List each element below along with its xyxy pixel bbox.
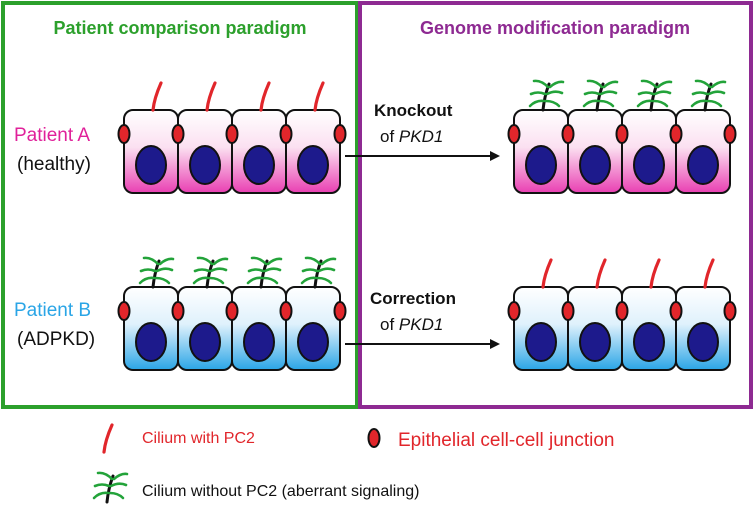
knockout-of-pkd1: of PKD1 <box>380 127 443 146</box>
nucleus-icon <box>525 145 557 185</box>
legend-cilium-without-pc2-label: Cilium without PC2 (aberrant signaling) <box>142 483 419 500</box>
junction-icon <box>723 124 737 144</box>
patient-comparison-title: Patient comparison paradigm <box>53 18 306 38</box>
nucleus-icon <box>243 145 275 185</box>
cilium-with-pc2-icon <box>313 81 325 112</box>
cilium-with-pc2-icon <box>595 258 607 289</box>
junction-icon <box>561 124 575 144</box>
cilium-without-pc2-icon <box>92 471 129 504</box>
junction-icon <box>279 124 293 144</box>
junction-icon <box>669 301 683 321</box>
nucleus-icon <box>189 145 221 185</box>
junction-icon <box>723 301 737 321</box>
correction-of-pkd1: of PKD1 <box>380 315 443 334</box>
cilium-with-pc2-icon <box>205 81 217 112</box>
nucleus-icon <box>687 145 719 185</box>
junction-icon <box>615 301 629 321</box>
cilium-without-pc2-icon <box>246 256 283 289</box>
nucleus-icon <box>687 322 719 362</box>
cilium-without-pc2-icon <box>300 256 337 289</box>
cilium-with-pc2-icon <box>703 258 715 289</box>
knockout-epithelium-row <box>507 79 737 194</box>
junction-icon <box>333 301 347 321</box>
junction-icon <box>171 124 185 144</box>
junction-icon <box>225 124 239 144</box>
nucleus-icon <box>297 322 329 362</box>
nucleus-icon <box>135 322 167 362</box>
cilium-with-pc2-icon <box>102 423 114 454</box>
junction-icon <box>225 301 239 321</box>
correction-label: Correction <box>370 289 456 308</box>
cilium-with-pc2-icon <box>259 81 271 112</box>
genome-modification-panel <box>358 1 753 409</box>
cilium-with-pc2-icon <box>151 81 163 112</box>
cilium-without-pc2-icon <box>528 79 565 112</box>
patient-a-label: Patient A <box>14 125 90 146</box>
patient-comparison-panel <box>1 1 359 409</box>
junction-icon <box>117 301 131 321</box>
legend-junction-label: Epithelial cell-cell junction <box>398 430 615 451</box>
cilium-without-pc2-icon <box>192 256 229 289</box>
junction-icon <box>367 428 381 448</box>
junction-icon <box>507 301 521 321</box>
cilium-without-pc2-icon <box>582 79 619 112</box>
corrected-epithelium-row <box>507 258 737 371</box>
nucleus-icon <box>525 322 557 362</box>
cilium-with-pc2-icon <box>102 423 114 454</box>
adpkd-epithelium-row <box>117 256 347 371</box>
patient-b-status: (ADPKD) <box>17 329 95 350</box>
cilium-with-pc2-icon <box>541 258 553 289</box>
nucleus-icon <box>579 145 611 185</box>
cilium-without-pc2-icon <box>138 256 175 289</box>
junction-icon <box>279 301 293 321</box>
junction-icon <box>669 124 683 144</box>
nucleus-icon <box>135 145 167 185</box>
genome-modification-title: Genome modification paradigm <box>420 18 690 38</box>
junction-icon <box>171 301 185 321</box>
cilium-without-pc2-icon <box>92 471 129 504</box>
junction-icon <box>615 124 629 144</box>
junction-icon <box>561 301 575 321</box>
cilium-without-pc2-icon <box>636 79 673 112</box>
patient-a-status: (healthy) <box>17 154 91 175</box>
legend-cilium-with-pc2-label: Cilium with PC2 <box>142 430 255 447</box>
nucleus-icon <box>189 322 221 362</box>
junction-icon <box>117 124 131 144</box>
healthy-epithelium-row <box>117 81 347 194</box>
knockout-label: Knockout <box>374 101 453 120</box>
junction-icon <box>333 124 347 144</box>
nucleus-icon <box>297 145 329 185</box>
cilium-without-pc2-icon <box>690 79 727 112</box>
patient-b-label: Patient B <box>14 300 91 321</box>
nucleus-icon <box>579 322 611 362</box>
cilium-with-pc2-icon <box>649 258 661 289</box>
nucleus-icon <box>243 322 275 362</box>
junction-icon <box>507 124 521 144</box>
legend: Cilium with PC2 Epithelial cell-cell jun… <box>92 423 615 504</box>
nucleus-icon <box>633 145 665 185</box>
nucleus-icon <box>633 322 665 362</box>
